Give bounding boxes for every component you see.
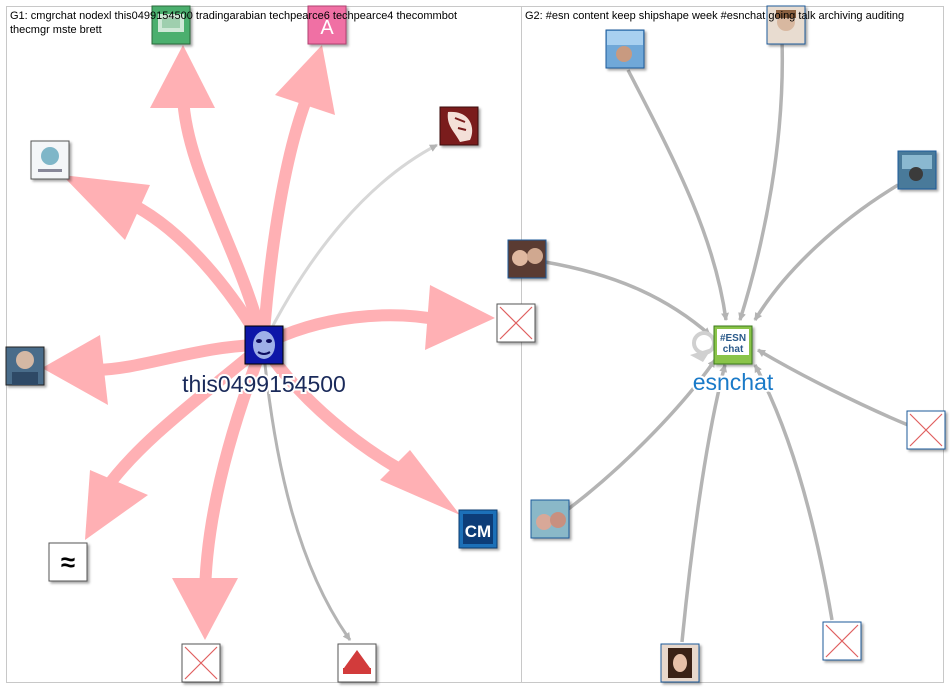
photo-person (527, 248, 543, 264)
hub-label-g2: esnchat (693, 369, 774, 395)
node-red-face[interactable] (440, 107, 478, 145)
card-emblem (41, 147, 59, 165)
badge-banner (343, 668, 371, 674)
edge-n3-to-esnchat (755, 185, 898, 320)
node-g2-placeholder-right[interactable] (907, 411, 945, 449)
node-g2-photo-6[interactable] (661, 644, 699, 682)
esn-logo-line1: #ESN (720, 333, 746, 344)
node-g2-photo-5[interactable] (531, 500, 569, 538)
cm-logo-text: CM (465, 522, 491, 541)
group-title-g2: G2: #esn content keep shipshape week #es… (525, 10, 904, 22)
edge-arrowhead (62, 175, 150, 240)
edge-hub-to-cm (263, 345, 420, 480)
group-title-g1-line1: G1: cmgrchat nodexl this0499154500 tradi… (10, 10, 457, 22)
esnchat-self-loop (694, 333, 714, 353)
edge-hub-to-top-pink (263, 90, 310, 345)
node-wave-logo[interactable]: ≈ (49, 543, 87, 581)
hub-label-g1: this0499154500 (182, 371, 346, 397)
edge-n8-to-esnchat (755, 365, 832, 620)
esn-logo-line2: chat (723, 344, 744, 355)
node-g2-photo-4[interactable] (508, 240, 546, 278)
edge-n7-to-esnchat (682, 365, 725, 642)
photo-sky (607, 31, 643, 45)
photo-person (512, 250, 528, 266)
edge-arrowhead (172, 578, 238, 640)
node-left-avatar[interactable] (6, 347, 44, 385)
node-community-badge[interactable] (338, 644, 376, 682)
wave-logo-text: ≈ (61, 547, 75, 577)
node-hub-this0499154500[interactable] (245, 326, 283, 364)
edge-n4-to-esnchat (545, 262, 710, 335)
avatar-body (12, 372, 38, 385)
node-placeholder-bottom[interactable] (182, 644, 220, 682)
photo-person (909, 167, 923, 181)
edge-arrowhead (150, 45, 215, 108)
node-placeholder-right[interactable] (497, 304, 535, 342)
node-g2-placeholder-bottom[interactable] (823, 622, 861, 660)
edge-n5-to-esnchat (758, 350, 908, 425)
edge-hub-to-top-green (183, 95, 263, 345)
photo-person (550, 512, 566, 528)
node-esnchat-hub[interactable]: #ESN chat (714, 326, 752, 364)
group-title-g1-line2: thecmgr mste brett (10, 24, 102, 36)
avatar-head (16, 351, 34, 369)
self-loop-arrowhead (690, 348, 712, 362)
photo-window (902, 155, 932, 169)
node-left-card[interactable] (31, 141, 69, 179)
hub-mask-eye (256, 339, 262, 343)
photo-person (536, 514, 552, 530)
node-g2-photo-3[interactable] (898, 151, 936, 189)
edge-arrowhead (275, 45, 335, 115)
node-g2-photo-1[interactable] (606, 30, 644, 68)
edge-n1-to-esnchat (628, 70, 726, 320)
edge-arrowhead (425, 285, 495, 350)
photo-person (616, 46, 632, 62)
photo-face (673, 654, 687, 672)
card-text-line (38, 169, 62, 172)
edge-arrowhead (42, 335, 108, 405)
node-cm-logo[interactable]: CM (459, 510, 497, 548)
edge-hub-to-right-x (263, 315, 440, 345)
hub-mask-eye (266, 339, 272, 343)
edge-n2-to-esnchat (740, 40, 782, 320)
